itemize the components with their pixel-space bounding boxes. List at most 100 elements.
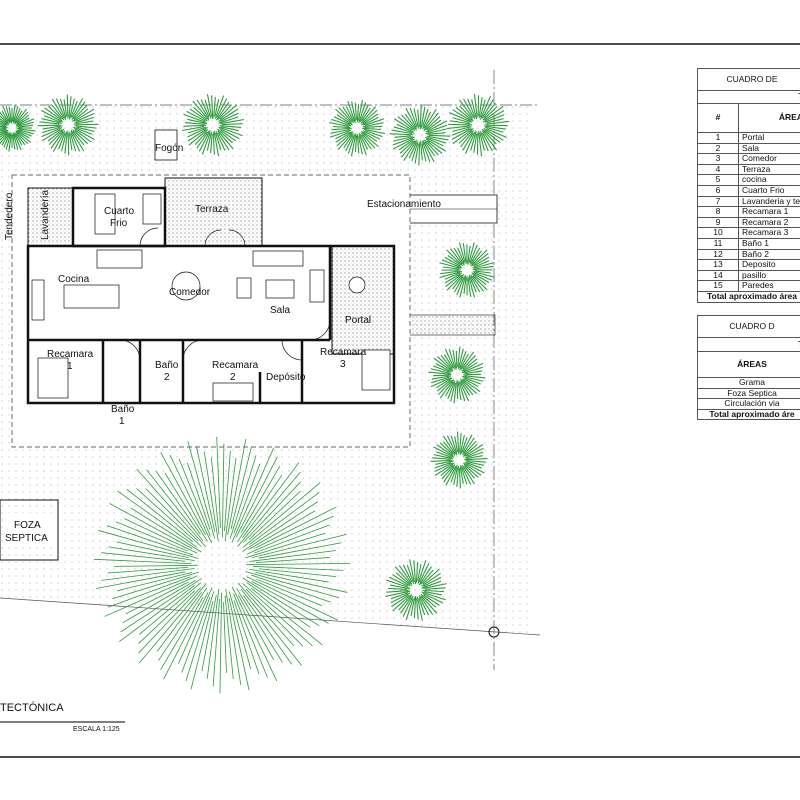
tree-icon (389, 104, 451, 166)
table2-title: CUADRO D (697, 315, 800, 338)
row-area: Lavanderia y ter (738, 195, 800, 208)
table2-row: Grama (697, 377, 800, 389)
tree-icon (0, 104, 36, 152)
row-number: 5 (697, 174, 739, 186)
axis-marker (488, 626, 500, 638)
areas-table: CUADRO DE T #ÁREA 1Portal2Sala3Comedor4T… (697, 68, 800, 303)
doors (119, 227, 331, 361)
label-bano1-a: Baño (111, 404, 135, 415)
label-tendedero: Tendedero (4, 192, 15, 240)
label-sala: Sala (270, 305, 290, 316)
table2-row: Foza Septica (697, 387, 800, 400)
label-recamara1-b: 1 (67, 361, 73, 372)
table2-subtitle: T (697, 337, 800, 352)
furniture (31, 193, 391, 402)
table2-row: Circulación via (697, 398, 800, 410)
label-foza-1: FOZA (14, 520, 41, 531)
row-number: 15 (697, 280, 739, 292)
tree-icon (428, 346, 486, 404)
row-number: 11 (697, 237, 739, 250)
label-lavanderia: Lavandería (40, 190, 51, 240)
row-area: Recamara 1 (738, 206, 800, 218)
row-number: 8 (697, 206, 739, 218)
label-deposito: Depósito (266, 372, 306, 383)
row-number: 10 (697, 227, 739, 239)
row-number: 1 (697, 132, 739, 144)
row-area: Baño 1 (738, 237, 800, 250)
portal-floor (331, 245, 395, 355)
label-bano1-b: 1 (119, 416, 125, 427)
row-number: 13 (697, 259, 739, 271)
table1-subtitle: T (697, 90, 800, 104)
label-cocina: Cocina (58, 274, 90, 285)
row-area: Deposito (738, 259, 800, 271)
fogon-box (154, 129, 178, 161)
table1-col-num: # (697, 103, 739, 133)
label-portal: Portal (345, 315, 371, 326)
label-terraza: Terraza (195, 204, 229, 215)
drawing-scale: ESCALA 1:125 (73, 726, 120, 733)
tree-icon (385, 559, 447, 621)
tree-icon (446, 93, 510, 157)
row-area: Recamara 3 (738, 227, 800, 239)
label-cuarto-frio-2: Frio (110, 218, 128, 229)
row-number: 12 (697, 248, 739, 261)
label-bano2-b: 2 (164, 372, 170, 383)
row-number: 3 (697, 153, 739, 165)
table1-title: CUADRO DE (697, 68, 800, 91)
label-estacionamiento: Estacionamiento (367, 199, 441, 210)
row-number: 7 (697, 195, 739, 208)
label-bano2-a: Baño (155, 360, 179, 371)
table1-col-area: ÁREA (738, 103, 800, 133)
row-area: Baño 2 (738, 248, 800, 261)
label-recamara1-a: Recamara (47, 349, 94, 360)
table2-col-area: ÁREAS (697, 351, 800, 378)
row-number: 2 (697, 142, 739, 155)
label-fogon: Fogón (155, 143, 183, 154)
label-recamara2-a: Recamara (212, 360, 259, 371)
lot-line-bottom (0, 597, 541, 636)
trees (0, 93, 510, 694)
label-recamara3-a: Recamara (320, 347, 367, 358)
row-area: Terraza (738, 163, 800, 176)
row-area: Comedor (738, 153, 800, 165)
tree-icon (37, 94, 99, 156)
tree-icon (182, 94, 244, 156)
row-area: Sala (738, 142, 800, 155)
label-cuarto-frio-1: Cuarto (104, 206, 134, 217)
drawing-title: TECTÓNICA (0, 701, 64, 714)
row-area: Grama (697, 377, 800, 389)
row-area: Recamara 2 (738, 216, 800, 229)
row-area: pasillo (738, 269, 800, 282)
tree-icon (93, 436, 351, 694)
tree-icon (328, 99, 386, 157)
row-area: Portal (738, 132, 800, 144)
tree-icon (439, 242, 495, 298)
row-number: 6 (697, 184, 739, 197)
row-area: Paredes (738, 280, 800, 292)
row-number: 14 (697, 269, 739, 282)
row-number: 9 (697, 216, 739, 229)
label-foza-2: SEPTICA (5, 533, 48, 544)
row-number: 4 (697, 163, 739, 176)
row-area: Foza Septica (697, 387, 800, 400)
label-recamara3-b: 3 (340, 359, 346, 370)
row-area: Cuarto Frio (738, 184, 800, 197)
table2-total: Total aproximado áre (697, 408, 800, 421)
